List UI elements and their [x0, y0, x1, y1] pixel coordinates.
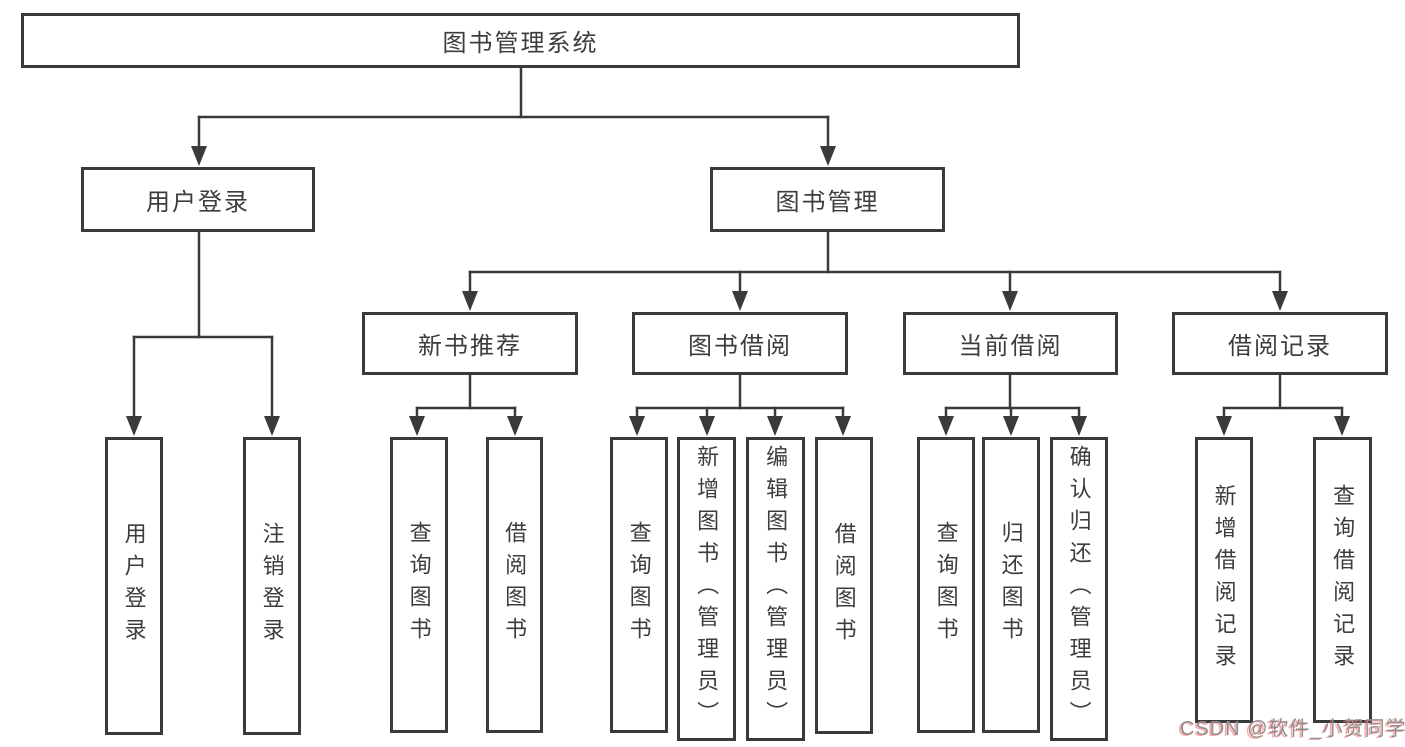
node-current-query-book-label: 查询图书: [933, 521, 959, 649]
node-current-query-book: 查询图书: [917, 437, 975, 733]
node-leaf-user-login: 用户登录: [105, 437, 163, 735]
node-leaf-logout: 注销登录: [243, 437, 301, 735]
node-records-add-record-label: 新增借阅记录: [1211, 484, 1237, 676]
node-new-book-recommend: 新书推荐: [362, 312, 578, 375]
node-records-query-record-label: 查询借阅记录: [1330, 484, 1356, 676]
node-borrowing-borrow-book: 借阅图书: [815, 437, 873, 734]
node-current-return-book: 归还图书: [982, 437, 1040, 733]
node-recommend-query-book-label: 查询图书: [406, 521, 432, 649]
node-library-management-system: 图书管理系统: [21, 13, 1020, 68]
node-records-query-record: 查询借阅记录: [1313, 437, 1372, 723]
node-book-management: 图书管理: [710, 167, 945, 232]
node-recommend-borrow-book-label: 借阅图书: [502, 521, 528, 649]
node-recommend-borrow-book: 借阅图书: [486, 437, 543, 733]
connector-root-to-level2: [191, 66, 836, 166]
node-leaf-logout-label: 注销登录: [259, 522, 285, 650]
node-borrowing-records: 借阅记录: [1172, 312, 1388, 375]
csdn-watermark: CSDN @软件_小贺同学: [1180, 718, 1405, 740]
node-leaf-user-login-label: 用户登录: [121, 522, 147, 650]
node-records-add-record: 新增借阅记录: [1195, 437, 1253, 723]
node-current-confirm-return-admin-label: 确认归还（管理员）: [1066, 445, 1092, 733]
node-current-return-book-label: 归还图书: [998, 521, 1024, 649]
node-borrowing-query-book-label: 查询图书: [626, 521, 652, 649]
node-current-confirm-return-admin: 确认归还（管理员）: [1050, 437, 1108, 741]
node-current-borrowing: 当前借阅: [903, 312, 1118, 375]
node-borrowing-edit-book-admin: 编辑图书（管理员）: [746, 437, 805, 741]
connector-bookmgmt-to-level3: [462, 230, 1288, 311]
connector-userlogin-to-leaves: [126, 230, 280, 436]
node-book-borrowing: 图书借阅: [632, 312, 848, 375]
node-user-login: 用户登录: [81, 167, 315, 232]
connector-level3-to-leaves: [409, 373, 1350, 436]
node-borrowing-add-book-admin: 新增图书（管理员）: [677, 437, 736, 741]
node-borrowing-borrow-book-label: 借阅图书: [831, 521, 857, 650]
node-borrowing-edit-book-admin-label: 编辑图书（管理员）: [763, 445, 789, 733]
node-borrowing-add-book-admin-label: 新增图书（管理员）: [694, 445, 720, 733]
node-borrowing-query-book: 查询图书: [610, 437, 668, 733]
node-recommend-query-book: 查询图书: [390, 437, 448, 733]
